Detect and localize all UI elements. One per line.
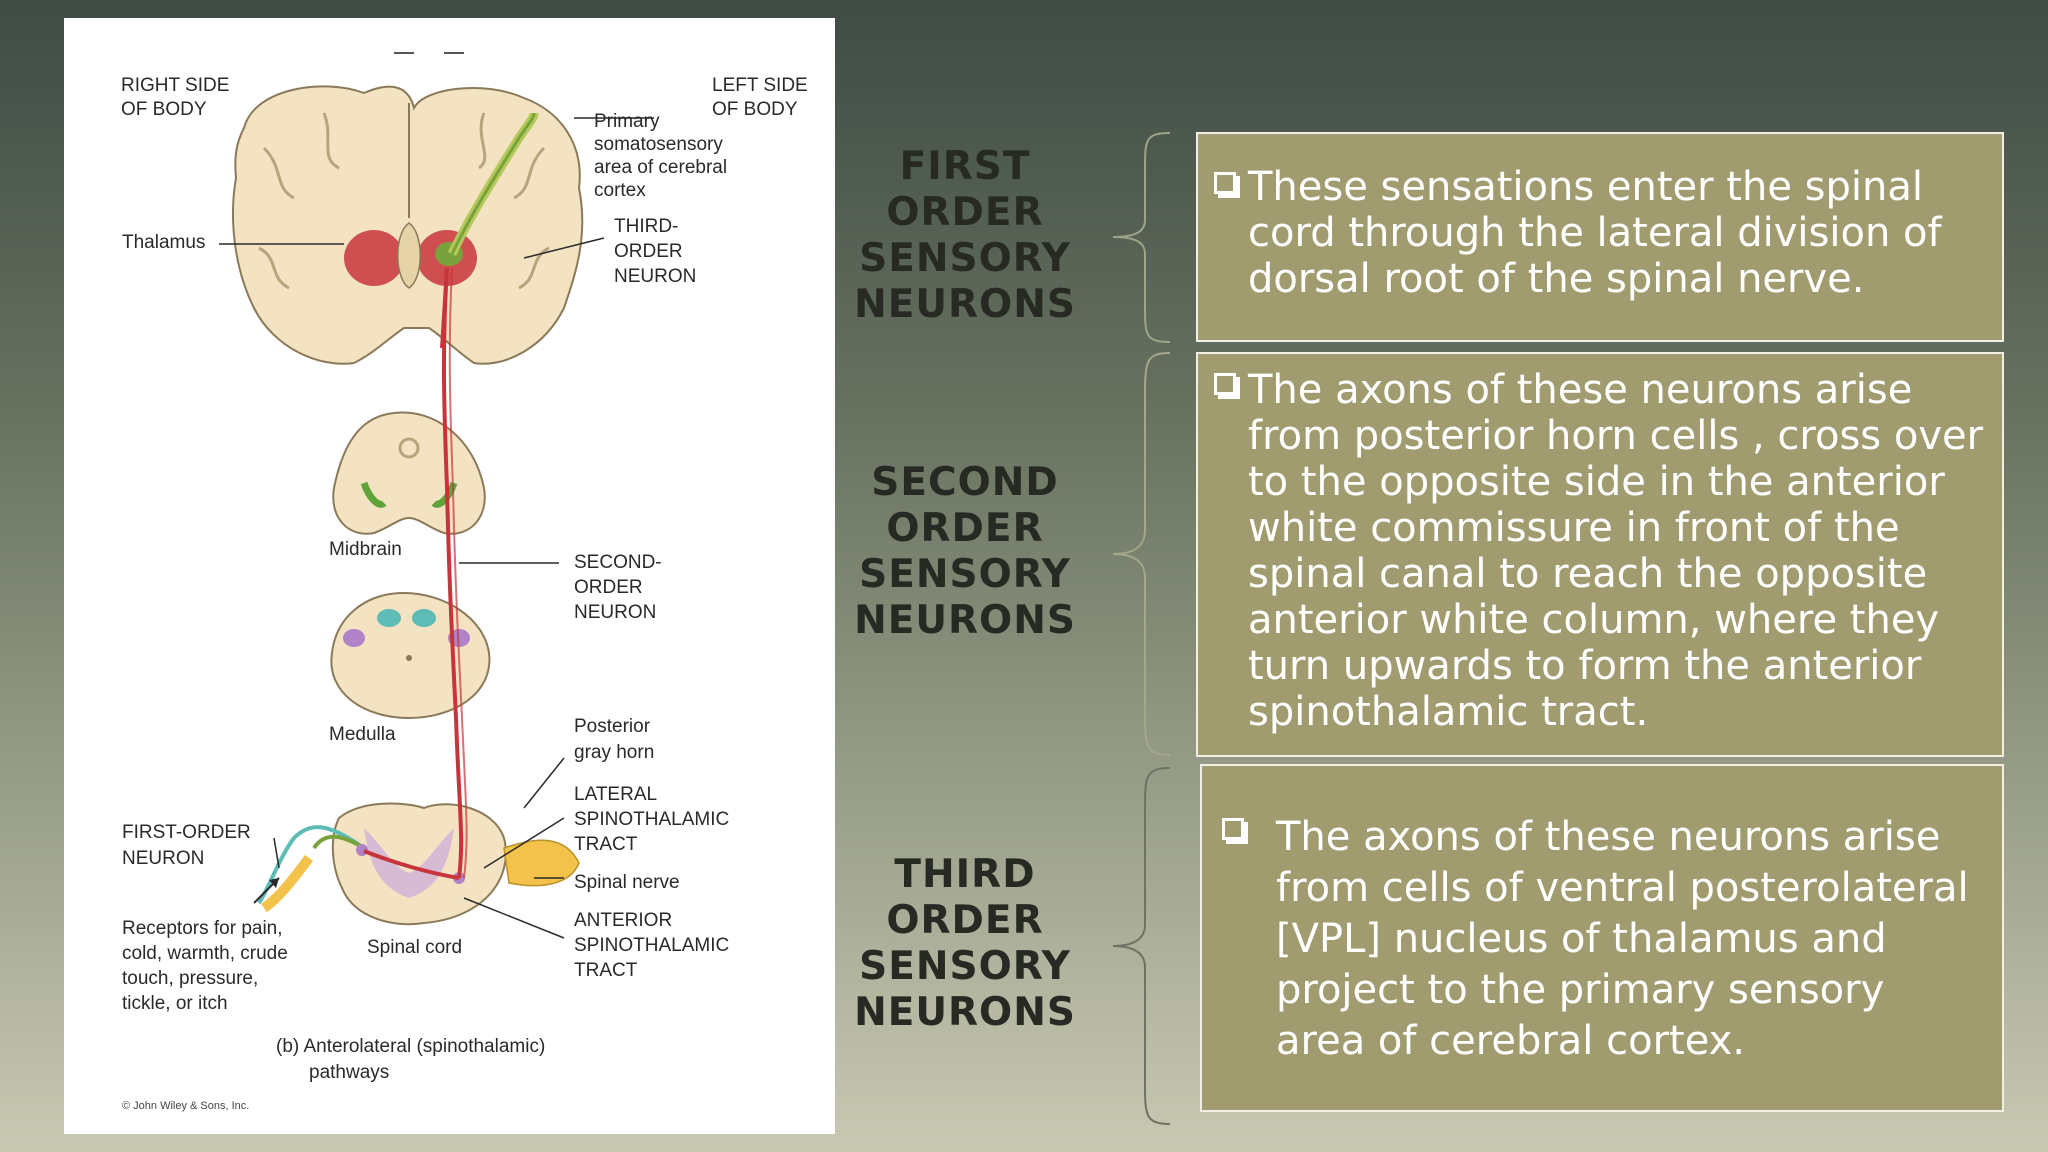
second-order-description: The axons of these neurons arise from po… bbox=[1248, 367, 1984, 735]
posterior-gray-horn-label: Posterior gray horn bbox=[574, 716, 655, 763]
checkbox-bullet-icon bbox=[1214, 172, 1236, 194]
receptors-label: Receptors for pain, cold, warmth, crude … bbox=[122, 918, 288, 1014]
left-side-label: LEFT SIDE OF BODY bbox=[712, 75, 808, 120]
label-leader-lines bbox=[219, 117, 654, 939]
pathway-figure: RIGHT SIDE OF BODY LEFT SIDE OF BODY Pri… bbox=[64, 18, 835, 1134]
primary-cortex-label: Primary somatosensory area of cerebral c… bbox=[594, 111, 728, 201]
figure-caption-line2: pathways bbox=[309, 1062, 390, 1083]
figure-caption-line1: (b) Anterolateral (spinothalamic) bbox=[276, 1036, 546, 1057]
anterior-tract-label: ANTERIOR SPINOTHALAMIC TRACT bbox=[574, 910, 730, 981]
second-order-description-box: The axons of these neurons arise from po… bbox=[1196, 352, 2004, 757]
lateral-tract-label: LATERAL SPINOTHALAMIC TRACT bbox=[574, 784, 730, 855]
third-order-description-box: The axons of these neurons arise from ce… bbox=[1200, 764, 2004, 1112]
right-side-label: RIGHT SIDE OF BODY bbox=[121, 75, 230, 120]
brain-section bbox=[232, 85, 584, 365]
spinal-nerve-label: Spinal nerve bbox=[574, 872, 680, 893]
first-order-description-box: These sensations enter the spinal cord t… bbox=[1196, 132, 2004, 342]
medulla-label: Medulla bbox=[329, 724, 396, 745]
first-order-neuron-label: FIRST-ORDER NEURON bbox=[122, 822, 251, 869]
medulla-section bbox=[330, 591, 491, 720]
midbrain-section bbox=[332, 411, 486, 535]
second-brace bbox=[1112, 352, 1171, 756]
spinal-cord-section bbox=[257, 802, 580, 926]
first-order-description: These sensations enter the spinal cord t… bbox=[1248, 164, 1942, 302]
second-order-heading: SECOND ORDER SENSORY NEURONS bbox=[854, 460, 1076, 643]
third-brace bbox=[1112, 767, 1171, 1125]
pathway-diagram bbox=[219, 52, 654, 939]
spinal-cord-label: Spinal cord bbox=[367, 937, 463, 958]
first-brace bbox=[1112, 132, 1171, 343]
third-order-description: The axons of these neurons arise from ce… bbox=[1276, 814, 1969, 1064]
third-order-neuron-label: THIRD- ORDER NEURON bbox=[614, 216, 697, 287]
first-order-heading: FIRST ORDER SENSORY NEURONS bbox=[854, 144, 1076, 327]
checkbox-bullet-icon bbox=[1222, 818, 1244, 840]
spinothalamic-tract bbox=[441, 267, 464, 879]
third-order-heading: THIRD ORDER SENSORY NEURONS bbox=[854, 852, 1076, 1035]
midbrain-label: Midbrain bbox=[329, 539, 402, 560]
thalamus-label: Thalamus bbox=[122, 232, 206, 253]
second-order-neuron-label: SECOND- ORDER NEURON bbox=[574, 552, 662, 623]
checkbox-bullet-icon bbox=[1214, 373, 1236, 395]
copyright-text: © John Wiley & Sons, Inc. bbox=[122, 1100, 250, 1112]
